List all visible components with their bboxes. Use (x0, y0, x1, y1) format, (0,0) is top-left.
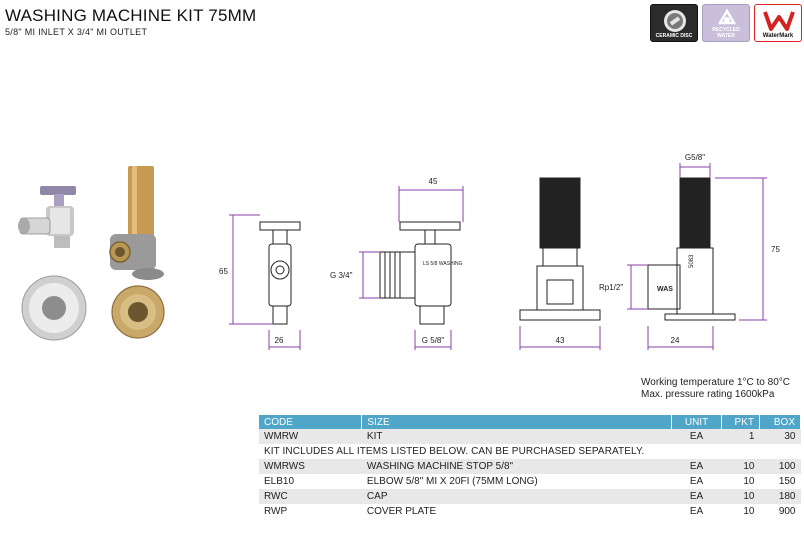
cell-pkt: 10 (721, 459, 760, 474)
dim-elbow-width: 43 (556, 336, 565, 345)
cap-image (111, 285, 165, 339)
cell-pkt: 10 (743, 506, 755, 517)
header-code: CODE (259, 415, 363, 429)
max-pressure: Max. pressure rating 1600kPa (641, 389, 775, 400)
elbow-image (109, 166, 164, 280)
table-header-row: CODE SIZE UNIT PKT BOX (259, 415, 802, 429)
cell-size: KIT (361, 429, 672, 444)
table-row: ELB10 ELBOW 5/8" MI X 20FI (75MM LONG) E… (259, 474, 801, 489)
table-row: RWC CAP EA 10 180 (259, 489, 801, 504)
dim-stop-width: 26 (275, 336, 284, 345)
cell-unit: EA (671, 489, 722, 504)
recycle-icon (717, 8, 737, 25)
cell-box: 30 (759, 429, 801, 444)
table-row: WMRW KIT EA 1 30 (259, 429, 801, 444)
dim-side-bottom: G 5/8" (422, 336, 445, 345)
technical-drawing: 65 26 45 G 3/4" G 5/8" 43 G5/8" 75 Rp1/2… (219, 153, 780, 350)
elbow-front-view (519, 177, 601, 321)
cell-size: CAP (361, 489, 672, 504)
cell-box: 100 (759, 459, 801, 474)
product-photos (18, 166, 165, 341)
cell-pkt: 10 (721, 489, 760, 504)
cell-unit: EA (689, 506, 704, 517)
cell-code: ELB10 (264, 476, 295, 487)
dim-elbow-height: 75 (771, 245, 780, 254)
cell-pkt: 1 (721, 429, 760, 444)
cell-code: RWP (264, 506, 288, 517)
working-temperature: Working temperature 1°C to 80°C (641, 377, 790, 388)
cell-unit: EA (671, 459, 722, 474)
certification-badges: CERAMIC DISC RECYCLED WATER WaterMark (650, 4, 802, 42)
dim-stop-height: 65 (219, 267, 228, 276)
cell-pkt: 10 (743, 476, 755, 487)
stop-valve-image (18, 186, 76, 248)
cell-size: WASHING MACHINE STOP 5/8" (361, 459, 672, 474)
cell-box: 180 (759, 489, 801, 504)
dim-side-width: 45 (429, 177, 438, 186)
cell-code: WMRW (259, 429, 362, 444)
cell-box: 150 (778, 476, 796, 487)
stop-front-view (259, 221, 301, 325)
watermark-icon (763, 11, 795, 31)
cell-size: ELBOW 5/8" MI X 20FI (75MM LONG) (366, 476, 538, 487)
dim-top-thread: G5/8" (685, 153, 705, 162)
elbow-side-view (647, 177, 736, 321)
ceramic-disc-badge: CERAMIC DISC (650, 4, 698, 42)
product-table: CODE SIZE UNIT PKT BOX WMRW KIT EA 1 30 … (259, 415, 802, 519)
cell-unit: EA (689, 476, 704, 487)
dim-elbow-depth: 24 (671, 336, 680, 345)
recycled-water-label: RECYCLED WATER (712, 27, 740, 39)
header-box: BOX (759, 415, 802, 429)
watermark-label: WaterMark (762, 33, 794, 39)
elbow-stamp-text: 5083 (689, 254, 695, 268)
operating-specs: Working temperature 1°C to 80°C Max. pre… (641, 377, 790, 401)
page-title: WASHING MACHINE KIT 75MM (5, 6, 257, 25)
cell-code: WMRWS (259, 459, 362, 474)
cell-code: RWC (259, 489, 362, 504)
cover-plate-image (21, 275, 87, 341)
stop-side-view (379, 221, 461, 325)
cell-box: 900 (778, 506, 796, 517)
recycled-water-badge: RECYCLED WATER (702, 4, 750, 42)
table-row: WMRWS WASHING MACHINE STOP 5/8" EA 10 10… (259, 459, 801, 474)
dim-rp-thread: Rp1/2" (599, 283, 623, 292)
cell-unit: EA (671, 429, 722, 444)
kit-note: KIT INCLUDES ALL ITEMS LISTED BELOW. CAN… (264, 446, 645, 457)
header-pkt: PKT (721, 415, 760, 429)
header-size: SIZE (361, 415, 673, 429)
page-subtitle: 5/8" MI INLET X 3/4" MI OUTLET (5, 27, 148, 37)
table-note-row: KIT INCLUDES ALL ITEMS LISTED BELOW. CAN… (259, 444, 801, 459)
dimension-lines (229, 163, 767, 350)
ceramic-disc-label: CERAMIC DISC (655, 33, 693, 39)
watermark-badge: WaterMark (754, 4, 802, 42)
cell-size: COVER PLATE (366, 506, 437, 517)
ceramic-disc-icon (664, 10, 686, 32)
stop-stamp-text: LS 5/8 WASHING (423, 261, 463, 267)
dim-side-thread: G 3/4" (330, 271, 353, 280)
wms-stamp-text: WAS (657, 286, 673, 293)
header-unit: UNIT (671, 415, 722, 429)
table-row: RWP COVER PLATE EA 10 900 (259, 504, 801, 519)
